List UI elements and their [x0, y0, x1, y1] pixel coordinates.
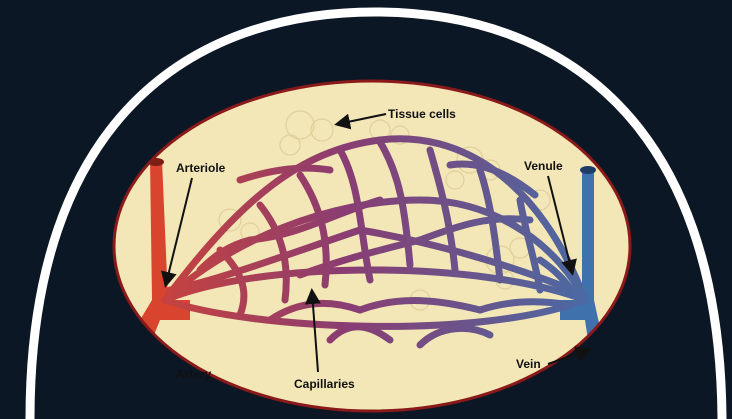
venule-opening — [580, 166, 596, 174]
label-artery: Artery — [176, 367, 212, 381]
capillary-illustration: Tissue cells Arteriole Venule Artery Cap… — [100, 81, 630, 419]
label-capillaries: Capillaries — [294, 377, 355, 391]
label-arteriole: Arteriole — [176, 161, 226, 175]
label-venule: Venule — [524, 159, 563, 173]
label-tissue-cells: Tissue cells — [388, 107, 456, 121]
label-vein: Vein — [516, 357, 541, 371]
